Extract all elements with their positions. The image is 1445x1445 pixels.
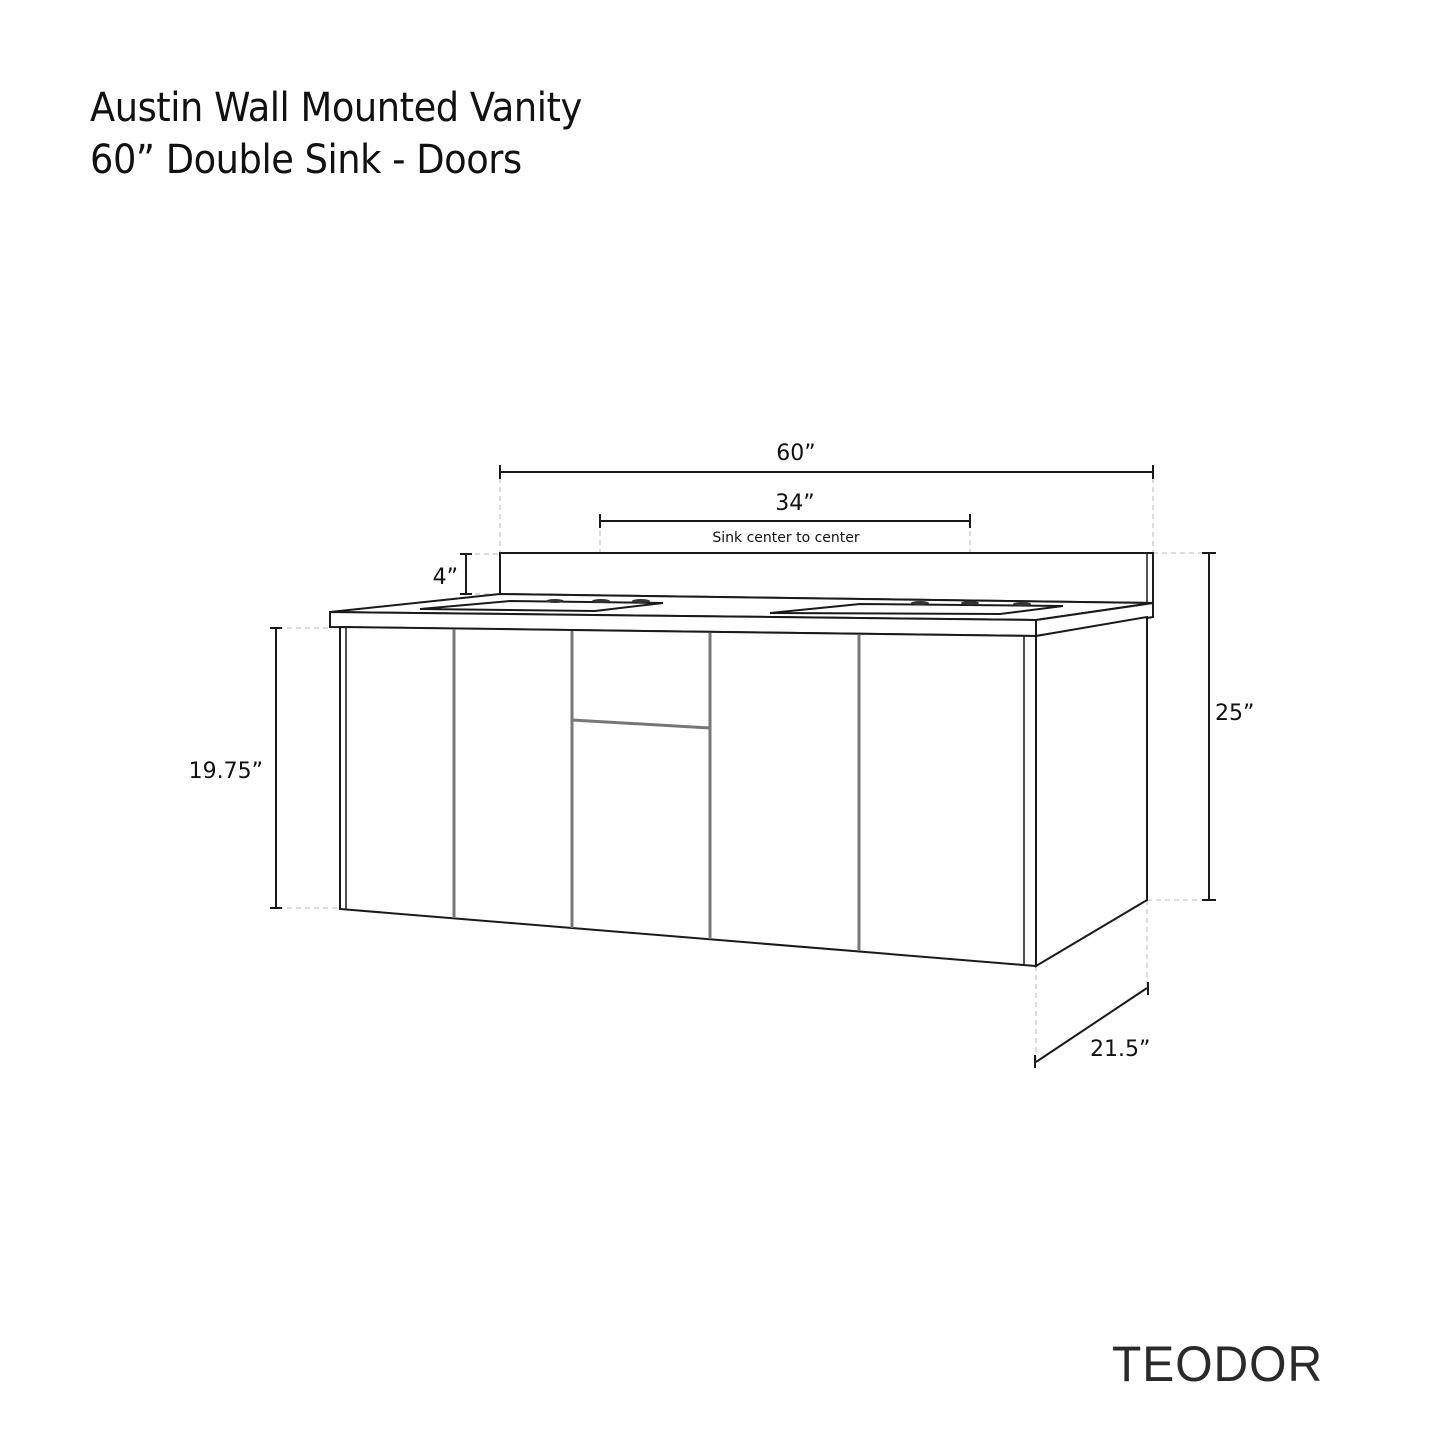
label-total-height: 25”	[1215, 701, 1254, 726]
label-backsplash-height: 4”	[433, 565, 458, 590]
title-line-product: Austin Wall Mounted Vanity	[90, 85, 582, 131]
faucet-hole-icon	[632, 599, 650, 603]
cabinet-body	[339, 615, 1148, 968]
faucet-hole-icon	[1013, 602, 1031, 606]
label-sink-spacing-caption: Sink center to center	[712, 530, 859, 546]
dimension-overall-width	[499, 465, 1154, 479]
faucet-hole-icon	[592, 599, 610, 603]
label-cabinet-height: 19.75”	[189, 759, 263, 784]
drawer-divider	[571, 718, 711, 730]
dimension-depth	[1034, 982, 1149, 1068]
brand-logo-text: TEODOR	[1112, 1336, 1324, 1392]
dimension-sink-spacing	[599, 514, 971, 528]
extension-lines	[278, 478, 1210, 1066]
brand-logo: TEODOR	[1112, 1335, 1332, 1393]
label-overall-width: 60”	[776, 441, 815, 466]
dimension-total-height	[1202, 552, 1216, 901]
dimension-backsplash-height	[460, 553, 472, 595]
faucet-hole-icon	[961, 601, 979, 605]
sink-right	[769, 601, 1064, 616]
door-gaps	[452, 629, 861, 951]
faucet-hole-icon	[911, 601, 929, 605]
faucet-hole-icon	[546, 599, 564, 603]
title-line-variant: 60” Double Sink - Doors	[90, 137, 522, 183]
label-depth: 21.5”	[1090, 1037, 1150, 1062]
page-title: Austin Wall Mounted Vanity 60” Double Si…	[90, 82, 625, 186]
dimension-cabinet-height	[270, 627, 282, 909]
sink-left	[419, 599, 664, 613]
label-sink-spacing: 34”	[775, 491, 814, 516]
